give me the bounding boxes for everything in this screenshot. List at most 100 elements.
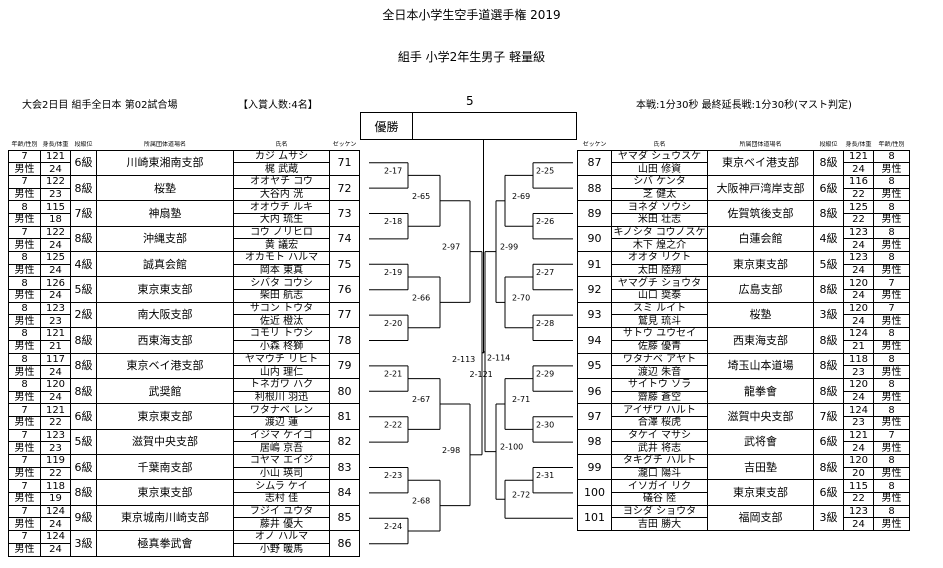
- rank: 8級: [813, 200, 844, 227]
- dojo: 東京城南川崎支部: [96, 504, 234, 532]
- dojo: 千葉南支部: [96, 453, 234, 481]
- dojo: 白蓮会館: [707, 225, 814, 253]
- dojo: 東京東支部: [707, 250, 814, 278]
- dojo: 東京ベイ港支部: [96, 352, 234, 379]
- match-label: 2-69: [512, 192, 530, 201]
- match-rules: 本戦:1分30秒 最終延長戦:1分30秒(マスト判定): [636, 100, 852, 111]
- name-kanji: 鷲見 琉斗: [611, 314, 708, 329]
- dojo: 南大阪支部: [96, 301, 234, 329]
- dojo: 福岡支部: [707, 504, 814, 532]
- match-label: 2-29: [536, 370, 554, 379]
- weight: 24: [40, 365, 71, 379]
- match-label: 2-97: [442, 243, 460, 252]
- match-label: 2-121: [470, 370, 493, 379]
- dojo: 沖縄支部: [96, 225, 234, 253]
- match-label: 2-72: [512, 490, 530, 499]
- col-rank: 段級位: [819, 141, 838, 149]
- rank: 8級: [70, 352, 97, 379]
- match-label: 2-21: [384, 370, 402, 379]
- col-bib: ゼッケン: [332, 141, 357, 149]
- match-label: 2-71: [512, 395, 530, 404]
- rank: 6級: [70, 403, 97, 430]
- winner-box: 優勝: [360, 112, 577, 140]
- col-age-sex: 年齢/性別: [11, 141, 38, 149]
- match-label: 2-30: [536, 420, 554, 429]
- match-label: 2-100: [500, 443, 523, 452]
- dojo: 吉田塾: [707, 453, 814, 481]
- match-label: 2-23: [384, 471, 402, 480]
- rank: 8級: [813, 276, 844, 303]
- dojo: 東京東支部: [96, 403, 234, 430]
- match-label: 2-27: [536, 268, 554, 277]
- rank: 8級: [70, 479, 97, 506]
- rank: 8級: [813, 352, 844, 379]
- match-label: 2-67: [412, 395, 430, 404]
- match-label: 2-18: [384, 217, 402, 226]
- tournament-title: 全日本小学生空手道選手権 2019: [382, 8, 561, 22]
- bib-number: 80: [329, 377, 360, 405]
- dojo: 西東海支部: [707, 327, 814, 354]
- col-bib: ゼッケン: [582, 141, 607, 149]
- col-height-weight: 身長/体重: [845, 141, 872, 149]
- rank: 3級: [813, 504, 844, 532]
- bib-number: 100: [577, 479, 612, 506]
- match-label: 2-19: [384, 268, 402, 277]
- rank: 8級: [70, 327, 97, 354]
- match-label: 2-113: [452, 355, 475, 364]
- dojo: 神扇塾: [96, 200, 234, 227]
- bib-number: 74: [329, 225, 360, 253]
- sex: 男性: [873, 517, 910, 532]
- right-header-row: ゼッケン 氏名 所属団体道場名 段級位 身長/体重 年齢/性別: [578, 141, 910, 150]
- bib-number: 81: [329, 403, 360, 430]
- dojo: 武奨館: [96, 377, 234, 405]
- match-label: 2-98: [442, 446, 460, 455]
- col-dojo: 所属団体道場名: [143, 141, 186, 149]
- bib-number: 79: [329, 352, 360, 379]
- col-name: 氏名: [653, 141, 666, 149]
- winner-label: 優勝: [361, 113, 413, 139]
- match-label: 2-70: [512, 293, 530, 302]
- match-label: 2-17: [384, 166, 402, 175]
- bib-number: 76: [329, 276, 360, 303]
- col-rank: 段級位: [74, 141, 93, 149]
- match-label: 2-68: [412, 497, 430, 506]
- bib-number: 95: [577, 352, 612, 379]
- match-label: 2-24: [384, 522, 402, 531]
- division-subtitle: 組手 小学2年生男子 軽量級: [397, 50, 546, 64]
- match-label: 2-25: [536, 166, 554, 175]
- entrants-count: 【入賞人数:4名】: [238, 100, 318, 111]
- weight: 24: [40, 542, 71, 557]
